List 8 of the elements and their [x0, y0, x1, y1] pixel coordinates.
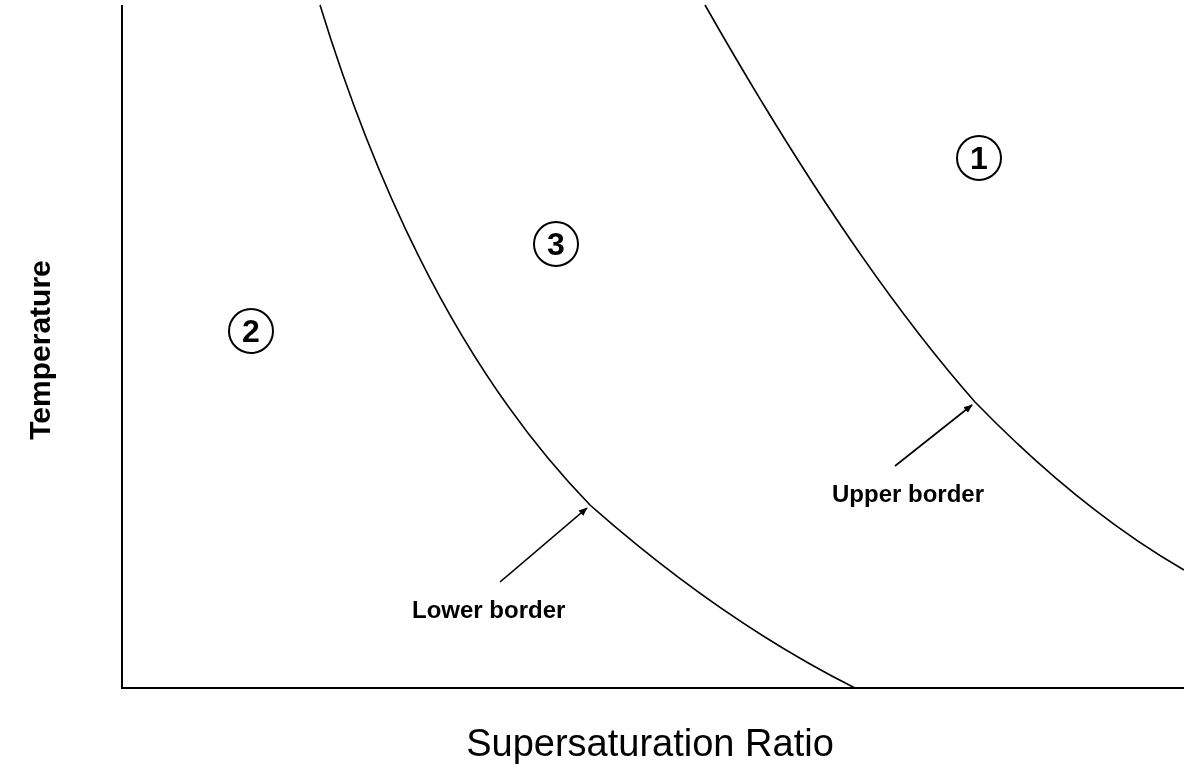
axis-title: Supersaturation Ratio: [466, 722, 834, 765]
curve-label: Lower border: [412, 596, 566, 624]
circled-number: 2: [228, 308, 274, 354]
curve-label: Upper border: [832, 480, 984, 508]
leader-arrow: [894, 404, 973, 467]
boundary-curve: [704, 4, 1184, 571]
leader-arrow: [499, 507, 588, 583]
axis-title: Temperature: [23, 260, 57, 440]
